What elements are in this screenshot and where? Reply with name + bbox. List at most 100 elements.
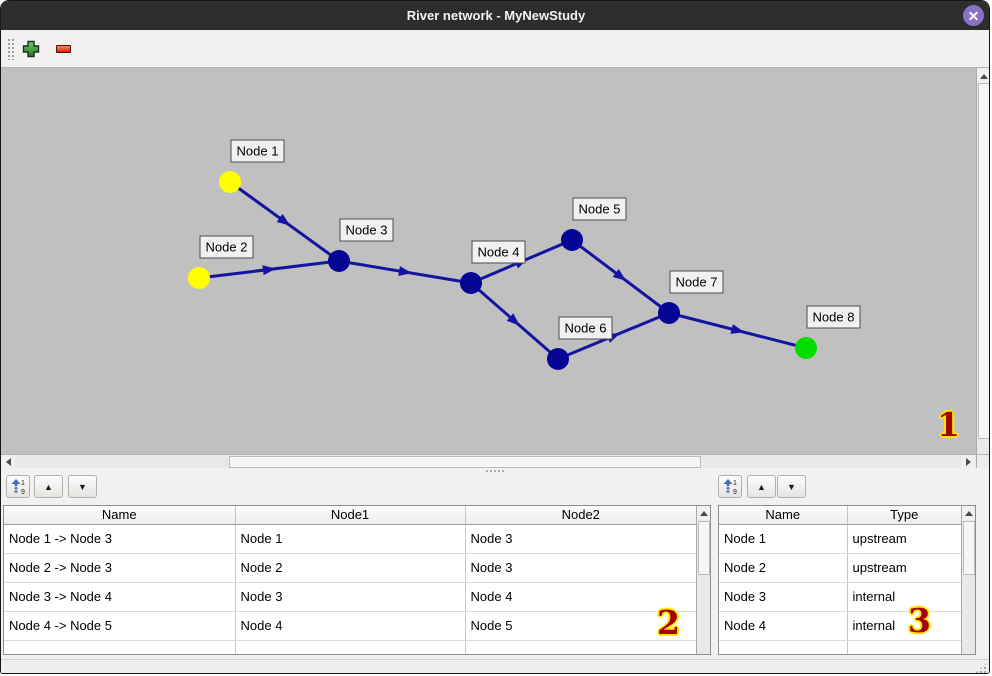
resize-grip-icon[interactable] [975, 662, 988, 673]
nodes-sort-button[interactable]: 1 9 [718, 475, 742, 498]
links-table-scrollbar[interactable] [696, 506, 710, 654]
node-node-7[interactable] [658, 302, 680, 324]
scrollbar-thumb[interactable] [697, 521, 710, 575]
cell[interactable]: Node 3 [465, 553, 696, 583]
node-node-4[interactable] [460, 272, 482, 294]
svg-text:9: 9 [21, 489, 25, 495]
cell[interactable]: Node 4 -> Node 5 [4, 611, 236, 641]
links-sort-button[interactable]: 1 9 [6, 475, 30, 498]
cell[interactable]: Node 3 [235, 582, 466, 612]
toolbar-drag-handle[interactable] [7, 38, 15, 60]
column-header[interactable]: Type [847, 506, 961, 525]
node-node-3[interactable] [328, 250, 350, 272]
node-label: Node 1 [230, 139, 285, 163]
table-row[interactable] [719, 640, 961, 654]
cell[interactable]: Node 1 [235, 524, 466, 554]
column-header[interactable]: Name [4, 506, 236, 525]
node-label: Node 6 [558, 316, 613, 340]
links-move-down-button[interactable]: ▼ [68, 475, 97, 498]
cell[interactable]: Node 1 [719, 524, 848, 554]
cell[interactable]: upstream [847, 524, 961, 554]
scroll-up-button[interactable] [962, 506, 975, 520]
cell[interactable] [719, 640, 848, 654]
node-node-5[interactable] [561, 229, 583, 251]
node-label: Node 8 [806, 305, 861, 329]
canvas-vertical-scrollbar[interactable] [976, 68, 989, 555]
node-node-8[interactable] [795, 337, 817, 359]
scrollbar-thumb[interactable] [977, 83, 989, 439]
canvas-horizontal-scrollbar[interactable] [1, 454, 976, 468]
scroll-left-button[interactable] [1, 455, 15, 468]
nodes-table-scrollbar[interactable] [961, 506, 975, 654]
cell[interactable]: Node 3 [719, 582, 848, 612]
svg-text:1: 1 [733, 480, 737, 487]
node-node-2[interactable] [188, 267, 210, 289]
cell[interactable] [4, 640, 236, 654]
horizontal-splitter[interactable] [1, 468, 989, 474]
cell[interactable] [235, 640, 466, 654]
sort-ascending-icon: 1 9 [11, 479, 25, 495]
scroll-up-button[interactable] [697, 506, 710, 520]
scrollbar-thumb[interactable] [962, 521, 975, 575]
svg-text:Node 3: Node 3 [346, 223, 388, 238]
links-move-up-button[interactable]: ▲ [34, 475, 63, 498]
triangle-down-icon: ▼ [787, 481, 796, 492]
node-node-1[interactable] [219, 171, 241, 193]
node-label: Node 4 [471, 240, 526, 264]
svg-text:Node 2: Node 2 [206, 240, 248, 255]
flow-arrow-icon [612, 268, 627, 281]
arrow-left-icon [5, 457, 11, 466]
cell[interactable]: internal [847, 582, 961, 612]
scroll-up-button[interactable] [977, 69, 989, 83]
triangle-up-icon: ▲ [44, 481, 53, 492]
titlebar[interactable]: River network - MyNewStudy [1, 1, 989, 30]
cell[interactable]: Node 3 -> Node 4 [4, 582, 236, 612]
svg-text:1: 1 [21, 480, 25, 487]
flow-arrow-icon [398, 266, 412, 276]
cell[interactable]: internal [847, 611, 961, 641]
cell[interactable]: Node 5 [465, 611, 696, 641]
close-button[interactable] [963, 5, 984, 26]
cell[interactable]: Node 2 -> Node 3 [4, 553, 236, 583]
scroll-right-button[interactable] [961, 455, 975, 468]
flow-arrow-icon [276, 213, 291, 226]
splitter-handle-icon [485, 469, 505, 473]
column-header[interactable]: Node1 [235, 506, 466, 525]
cell[interactable]: Node 4 [719, 611, 848, 641]
remove-button[interactable] [50, 36, 76, 62]
node-label: Node 7 [669, 270, 724, 294]
node-node-6[interactable] [547, 348, 569, 370]
cell[interactable]: Node 4 [235, 611, 466, 641]
cell[interactable] [847, 640, 961, 654]
node-label: Node 3 [339, 218, 394, 242]
add-button[interactable] [18, 36, 44, 62]
flow-arrow-icon [730, 324, 745, 334]
cell[interactable] [465, 640, 696, 654]
table-row[interactable] [4, 640, 696, 654]
nodes-move-down-button[interactable]: ▼ [777, 475, 806, 498]
nodes-move-up-button[interactable]: ▲ [747, 475, 776, 498]
arrow-up-icon [699, 510, 708, 516]
column-header[interactable]: Name [719, 506, 848, 525]
annotation-3: 3 [908, 601, 931, 640]
cell[interactable]: Node 3 [465, 524, 696, 554]
cell[interactable]: Node 2 [719, 553, 848, 583]
cell[interactable]: upstream [847, 553, 961, 583]
cell[interactable]: Node 1 -> Node 3 [4, 524, 236, 554]
cell[interactable]: Node 2 [235, 553, 466, 583]
cell[interactable]: Node 4 [465, 582, 696, 612]
scrollbar-thumb[interactable] [229, 455, 701, 468]
arrow-up-icon [964, 510, 973, 516]
column-header[interactable]: Node2 [465, 506, 696, 525]
